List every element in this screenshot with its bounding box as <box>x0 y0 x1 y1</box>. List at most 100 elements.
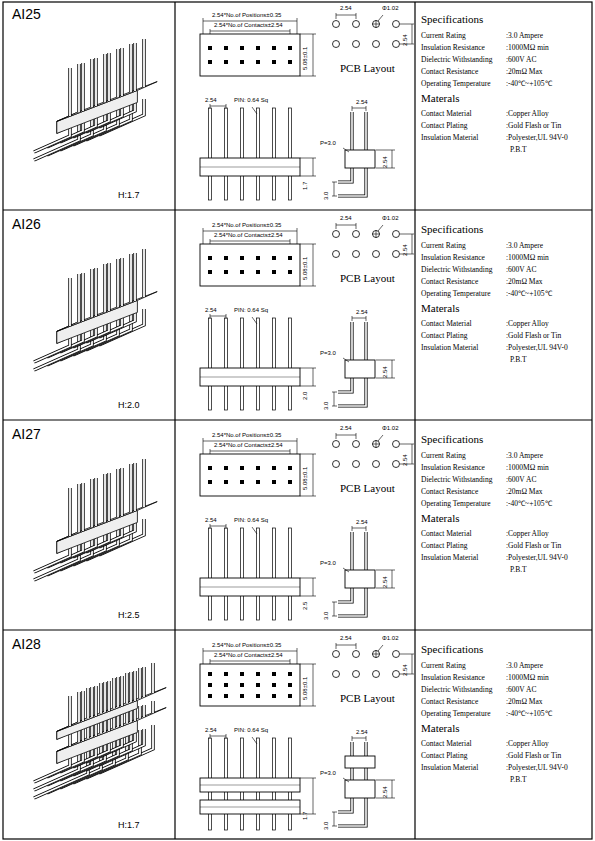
pin <box>120 258 123 306</box>
pin <box>225 318 228 410</box>
spec-text: :3.0 Ampere <box>506 32 543 41</box>
pin <box>108 263 110 311</box>
pin <box>130 464 132 512</box>
pcb-hole <box>333 671 340 678</box>
pin <box>273 108 276 200</box>
dimension-label: 2.54*No.of Positions±0.35 <box>212 12 281 19</box>
spec-text: :600V AC <box>506 686 537 695</box>
pin-square <box>288 270 292 274</box>
dimension-line <box>392 780 393 798</box>
pin <box>134 43 136 91</box>
dimension-line <box>210 661 290 662</box>
leader-line <box>343 358 349 362</box>
spec-text: :20mΩ Max <box>506 488 543 497</box>
pin-square <box>240 480 244 484</box>
side-view-body <box>345 150 375 168</box>
dimension-line <box>332 616 337 617</box>
pin <box>107 681 110 711</box>
pin-square <box>224 256 228 260</box>
dimension-label: 2.54 <box>402 34 409 46</box>
pin-square <box>224 672 228 676</box>
pin <box>225 528 228 620</box>
pcb-hole <box>373 441 380 448</box>
pin <box>82 273 84 321</box>
dimension-label: 2.54 <box>340 425 352 432</box>
row-divider <box>3 419 592 420</box>
pcb-hole <box>333 441 340 448</box>
dimension-line <box>290 239 291 244</box>
dimension-line <box>300 454 316 455</box>
body-edge <box>200 587 300 588</box>
dimension-line <box>334 182 335 196</box>
spec-text: Dielectric Withstanding <box>421 686 492 695</box>
top-view-body <box>200 664 300 706</box>
pin <box>117 715 119 727</box>
dimension-line <box>210 734 211 739</box>
housing <box>57 292 157 332</box>
pin <box>273 318 276 410</box>
dimension-label: 2.54 <box>356 519 368 526</box>
pin <box>107 719 110 731</box>
pin <box>107 473 110 521</box>
pcb-hole <box>353 461 360 468</box>
pin-square <box>256 46 260 50</box>
dimension-line <box>203 651 297 652</box>
pcb-hole <box>353 651 360 658</box>
dimension-line <box>352 318 366 319</box>
pin-square <box>288 694 292 698</box>
dimension-line <box>210 104 211 109</box>
pin <box>121 468 123 516</box>
spec-text: Contact Plating <box>421 332 467 341</box>
pin <box>82 483 84 531</box>
spec-text: Current Rating <box>421 662 466 671</box>
dimension-line <box>336 435 356 436</box>
dimension-line <box>366 106 367 111</box>
pin <box>139 706 141 718</box>
spec-text: :Polyester,UL 94V-0 <box>506 344 568 353</box>
part-label: H:2.0 <box>118 400 140 410</box>
dimension-label: PIN: 0.64 Sq <box>234 517 268 524</box>
pin <box>68 696 71 726</box>
pin <box>130 710 132 722</box>
hole-marker <box>376 230 377 238</box>
part-label: H:1.7 <box>118 190 140 200</box>
spec-text: P.B.T <box>510 146 527 155</box>
pcb-hole <box>353 231 360 238</box>
dimension-label: PCB Layout <box>340 692 395 705</box>
dimension-label: 2.54 <box>356 309 368 316</box>
pin <box>77 484 80 532</box>
spec-text: :-40℃~+105℃ <box>506 290 552 299</box>
pcb-hole <box>393 461 400 468</box>
pin <box>104 54 106 102</box>
dimension-line <box>300 386 316 387</box>
dimension-line <box>332 182 337 183</box>
spec-text: :Polyester,UL 94V-0 <box>506 764 568 773</box>
pin <box>338 742 352 812</box>
dimension-label: 1.7 <box>302 182 309 190</box>
spec-text: :1000MΩ min <box>506 44 549 53</box>
dimension-line <box>313 778 314 814</box>
pin <box>133 463 136 511</box>
pin <box>133 709 136 721</box>
pin <box>34 338 70 362</box>
pin <box>142 459 145 507</box>
pin <box>116 715 119 727</box>
spec-text: :1000MΩ min <box>506 254 549 263</box>
pin-square <box>288 683 292 687</box>
pin <box>209 108 212 200</box>
pin <box>34 128 70 152</box>
dimension-line <box>226 524 227 529</box>
pin <box>81 63 84 111</box>
pcb-hole <box>333 21 340 28</box>
pin <box>273 528 276 620</box>
spec-text: Materals <box>421 722 459 735</box>
pin <box>90 725 93 737</box>
pin <box>69 68 71 116</box>
dimension-label: PIN: 0.64 Sq <box>234 307 268 314</box>
dimension-line <box>356 643 357 649</box>
dimension-line <box>226 104 227 109</box>
dimension-line <box>332 826 337 827</box>
spec-text: Specifications <box>421 643 483 656</box>
pin-square <box>224 60 228 64</box>
pin <box>241 528 244 620</box>
